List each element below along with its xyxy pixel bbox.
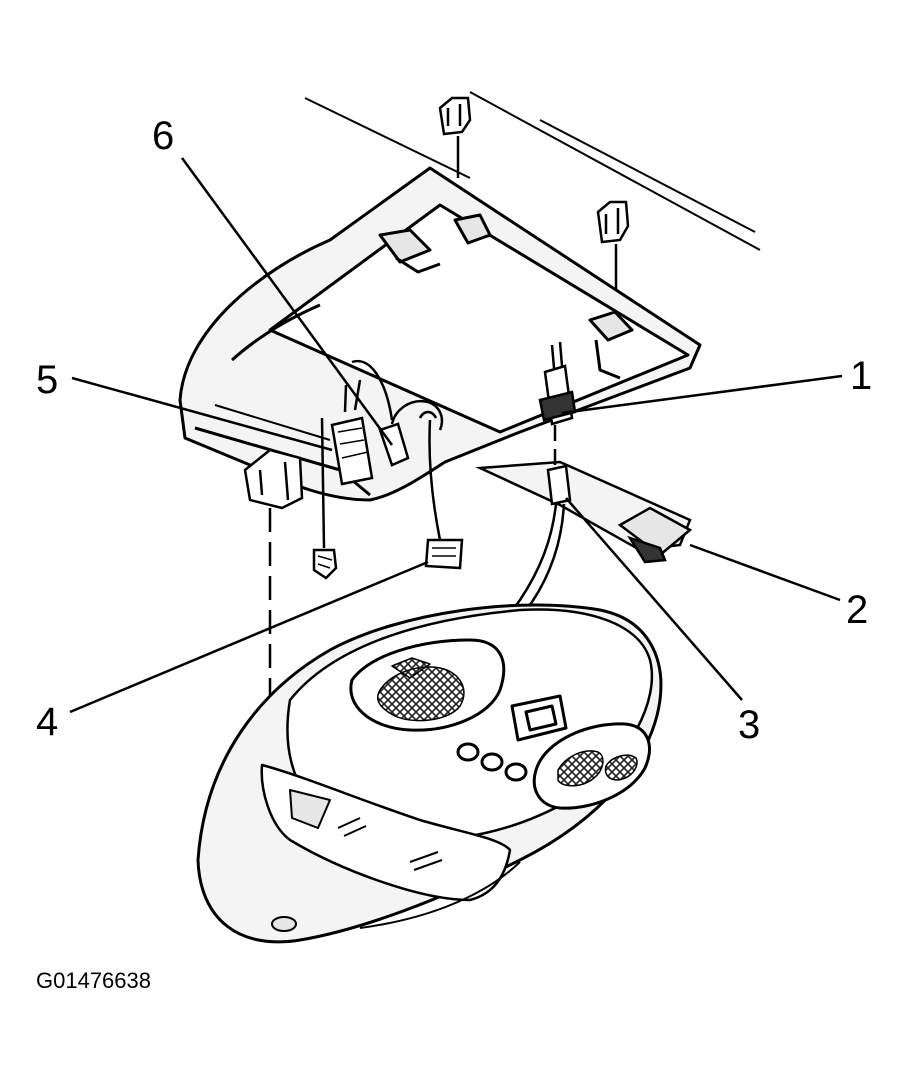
connector-3: [496, 464, 572, 633]
connector-6: [351, 359, 444, 467]
callout-1: 1: [850, 354, 873, 398]
leader-line-6: [180, 157, 394, 446]
overhead-console: [196, 603, 663, 944]
figure-id: G01476638: [36, 968, 151, 993]
callout-4: 4: [36, 700, 59, 744]
leader-line-2: [689, 543, 841, 602]
leader-line-5: [71, 376, 333, 452]
connector-5: [330, 379, 374, 486]
connector-4: [418, 410, 464, 570]
callout-5: 5: [36, 358, 59, 402]
roof-clip: [438, 96, 472, 178]
roof-panel-edge: [304, 91, 761, 251]
leader-lines: [69, 157, 843, 714]
callout-3: 3: [738, 703, 761, 747]
mounting-bracket: [178, 166, 702, 502]
callout-2: 2: [846, 588, 869, 632]
leader-line-1: [561, 374, 843, 415]
callout-6: 6: [152, 114, 175, 158]
mounting-screw: [312, 417, 338, 580]
roof-clip: [596, 200, 630, 290]
leader-line-4: [69, 560, 429, 714]
bracket-clip: [243, 448, 304, 510]
leader-line-3: [565, 497, 743, 701]
harness-rail: [475, 460, 693, 564]
